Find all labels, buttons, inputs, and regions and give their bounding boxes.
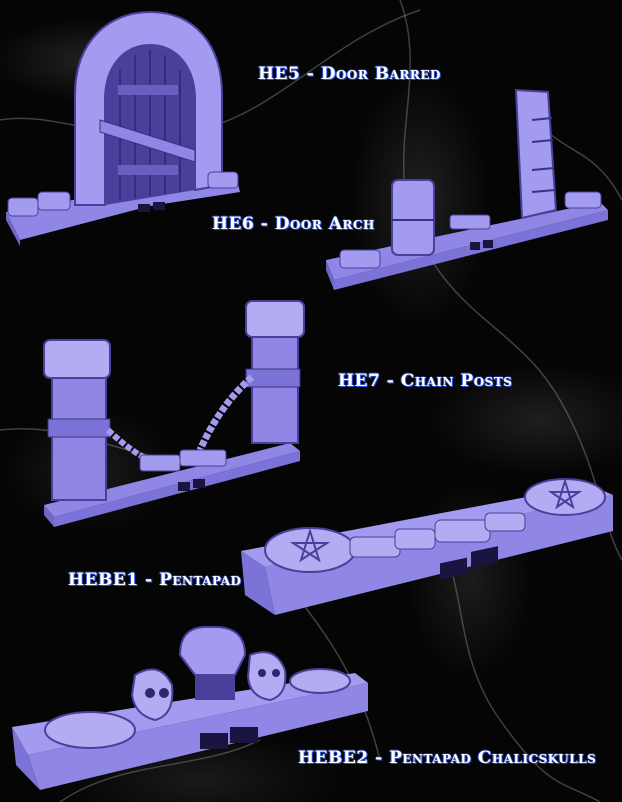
- door-arch-model: [326, 88, 608, 290]
- chain-posts-model: [43, 300, 305, 527]
- pentapad-model: [241, 477, 613, 615]
- product-label-hebe2: HEBE2 - Pentapad Chalicskulls: [298, 748, 597, 768]
- product-label-he5: HE5 - Door Barred: [258, 64, 441, 84]
- door-barred-model: [6, 10, 240, 246]
- product-label-he6: HE6 - Door Arch: [212, 214, 375, 234]
- pentapad-chalicskulls-model: [12, 625, 368, 790]
- product-label-hebe1: HEBE1 - Pentapad: [68, 570, 242, 590]
- product-label-he7: HE7 - Chain Posts: [338, 371, 513, 391]
